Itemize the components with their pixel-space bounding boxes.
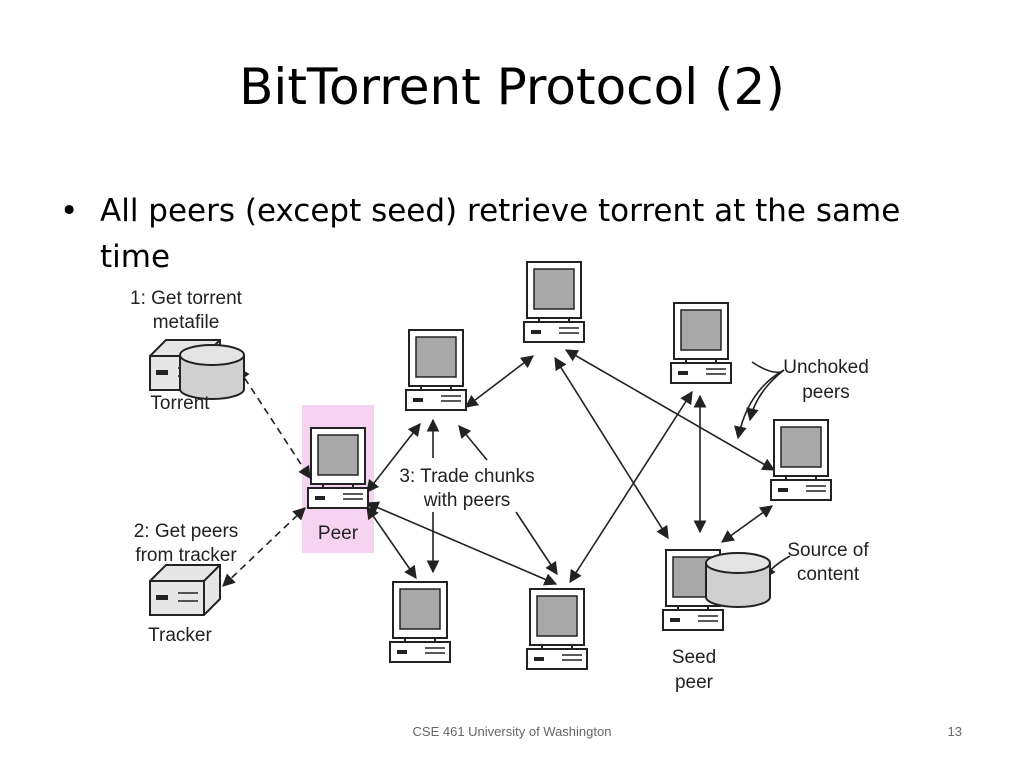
seed-computer — [662, 549, 771, 631]
computer-top-left — [405, 329, 467, 411]
tracker-label: Tracker — [148, 625, 212, 646]
step1-label-line1: 1: Get torrent — [130, 288, 243, 309]
step2-label-line1: 2: Get peers — [134, 521, 239, 542]
connection-lines — [222, 349, 791, 587]
seed-label-line2: peer — [675, 672, 714, 693]
computer-top-right — [670, 302, 732, 384]
peer-computer — [307, 427, 369, 509]
unchoked-label-line1: Unchoked — [783, 357, 869, 378]
tracker-server — [149, 564, 221, 616]
footer-text: CSE 461 University of Washington — [412, 724, 612, 739]
bullet-dot: • — [60, 193, 79, 229]
source-label-line1: Source of — [787, 540, 869, 561]
seed-label-line1: Seed — [672, 647, 716, 668]
computer-right — [770, 419, 832, 501]
bullet-list: • All peers (except seed) retrieve torre… — [58, 188, 958, 280]
step3-label-line2: with peers — [423, 490, 511, 511]
slide-title: BitTorrent Protocol (2) — [239, 58, 785, 116]
step1-label-line2: metafile — [153, 312, 220, 333]
slide-number: 13 — [947, 724, 962, 739]
step3-label-line1: 3: Trade chunks — [399, 466, 534, 487]
source-label-line2: content — [797, 564, 860, 585]
unchoked-label-line2: peers — [802, 382, 850, 403]
computer-bottom-center — [526, 588, 588, 670]
torrent-label: Torrent — [150, 393, 210, 414]
bullet-text: All peers (except seed) retrieve torrent… — [100, 193, 901, 275]
computer-bottom-left — [389, 581, 451, 663]
bullet-item: • All peers (except seed) retrieve torre… — [58, 188, 958, 280]
peer-label: Peer — [318, 523, 359, 544]
computer-top-center — [523, 261, 585, 343]
torrent-server — [149, 339, 245, 400]
step2-label-line2: from tracker — [135, 545, 237, 566]
